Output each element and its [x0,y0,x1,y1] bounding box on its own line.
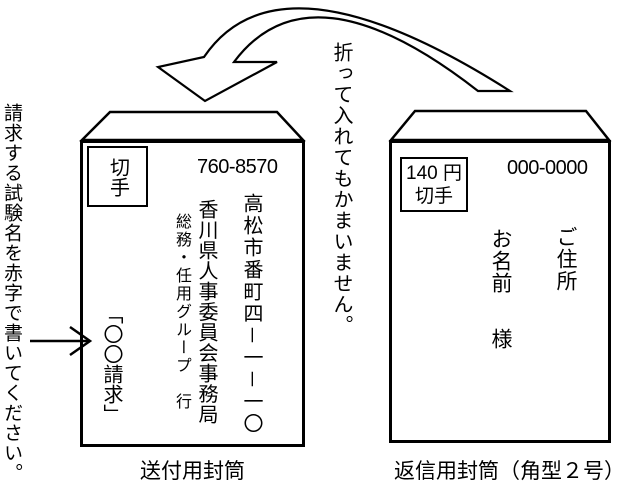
request-title-placeholder: 「〇〇請求」 [100,304,122,424]
send-envelope-body [80,140,305,447]
send-envelope-postal-code: 760-8570 [197,156,278,178]
send-envelope-caption: 送付用封筒 [140,460,245,483]
return-envelope-body [389,140,611,443]
fold-ok-note: 折って入れてもかまいません。 [330,42,352,336]
return-envelope-stamp-box: 140 円 切手 [400,157,468,212]
return-envelope-address-label: ご住所 [554,226,577,292]
send-envelope-address-street: 高松市番町四－一－一〇 [240,193,262,435]
pointer-arrow-icon [30,325,93,357]
stamp-value-label: 140 円 [406,162,462,184]
send-envelope-address-office: 香川県人事委員会事務局 [195,199,217,425]
return-envelope-postal-code: 000-0000 [507,157,588,179]
send-envelope-stamp-box: 切手 [87,146,148,207]
stamp-label: 切手 [106,156,129,197]
stamp-label: 切手 [414,185,453,207]
curved-fold-arrow-icon [155,7,514,103]
send-envelope-address-group: 総務・任用グループ 行 [173,213,190,411]
return-envelope-name-label: お名前 [489,228,512,294]
send-envelope-flap [78,110,306,142]
red-letter-instruction-note: 請求する試験名を赤字で書いてください。 [1,103,22,483]
return-envelope-caption: 返信用封筒（角型２号） [394,460,623,483]
return-envelope-flap [388,109,612,142]
return-envelope-honorific: 様 [489,328,512,349]
